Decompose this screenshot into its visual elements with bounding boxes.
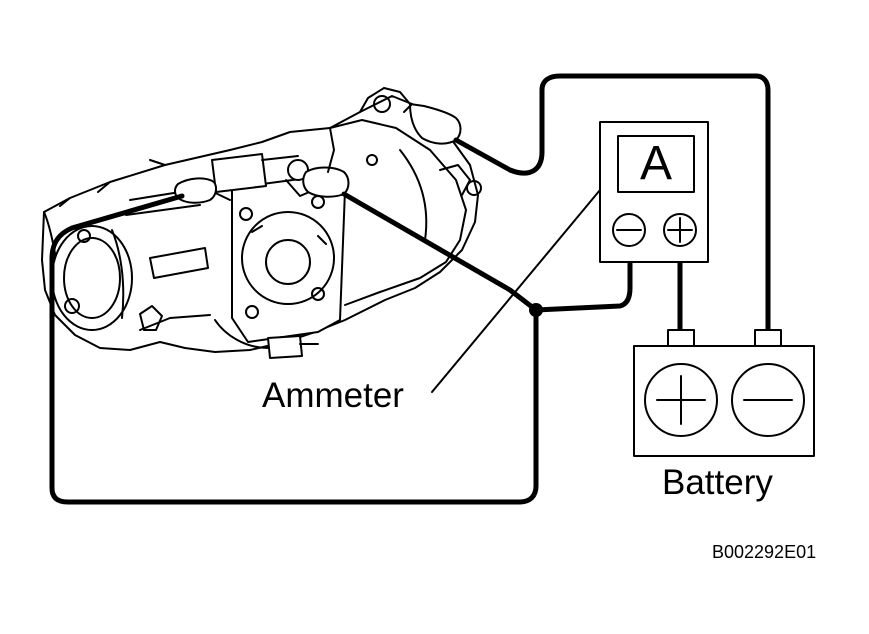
lead-to-battery-negative [453,73,771,333]
ammeter-label: Ammeter [262,376,404,415]
figure-code: B002292E01 [712,542,817,562]
battery [633,329,815,457]
lead-junction-to-ammeter-negative [533,259,633,313]
battery-post-positive [667,329,695,347]
test-leads [49,73,771,505]
battery-label: Battery [662,463,773,502]
ammeter [599,121,709,263]
ammeter-leader-line [431,189,601,393]
ammeter-display-letter: A [639,137,672,190]
lead-ground-loop [49,193,539,505]
lead-terminal-to-junction [341,191,539,313]
battery-post-negative [754,329,782,347]
wire-junction [529,303,543,317]
ammeter-display [617,135,695,193]
starter-motor-drawing [41,87,482,359]
